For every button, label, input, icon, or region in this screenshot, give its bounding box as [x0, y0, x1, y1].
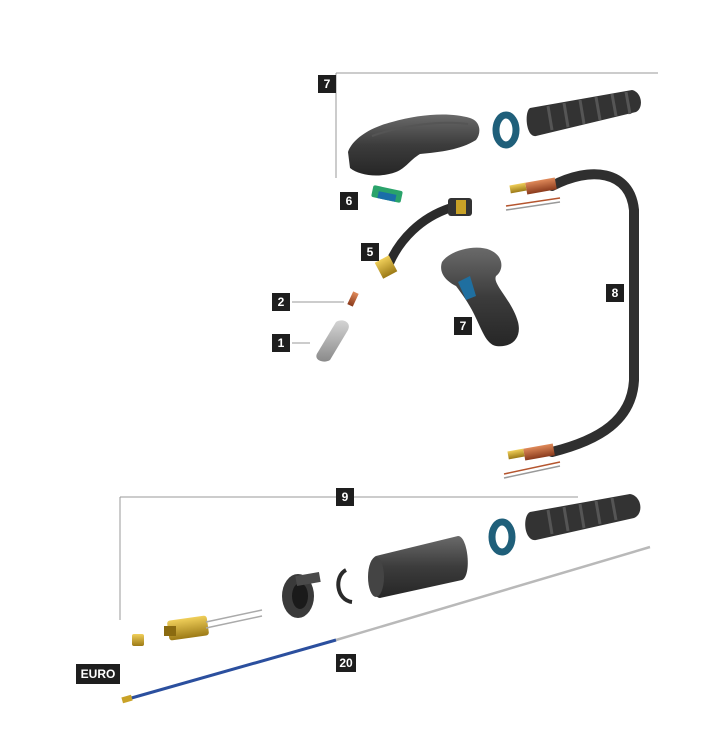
callout-6: 6: [340, 192, 358, 210]
callout-20: 20: [336, 654, 356, 672]
small-brass-nut: [132, 634, 144, 646]
callout-9: 9: [336, 488, 354, 506]
euro-fitting: [164, 609, 263, 641]
blue-ring-top: [492, 111, 520, 149]
callout-2: 2: [272, 293, 290, 311]
ribbed-grip-bottom: [525, 494, 641, 541]
callout-euro: EURO: [76, 664, 120, 684]
swan-neck: [374, 198, 472, 279]
blue-ring-bottom: [488, 518, 516, 556]
nozzle: [316, 320, 349, 362]
rear-body: [368, 536, 468, 598]
callout-8: 8: [606, 284, 624, 302]
threaded-nut: [282, 571, 321, 618]
callout-7-mid: 7: [454, 317, 472, 335]
pistol-grip: [441, 247, 519, 347]
ribbed-grip-top: [526, 90, 641, 137]
wire-liner: [121, 545, 651, 704]
contact-tip: [347, 291, 359, 307]
cable-assembly: [503, 169, 639, 479]
trigger-switch: [371, 185, 403, 203]
callout-1: 1: [272, 334, 290, 352]
retaining-clip: [336, 568, 353, 604]
callout-5: 5: [361, 243, 379, 261]
leader-lines: [292, 301, 344, 344]
callout-7-top: 7: [318, 75, 336, 93]
group-7-bracket: [335, 72, 658, 178]
handle-shell-top: [348, 114, 480, 176]
